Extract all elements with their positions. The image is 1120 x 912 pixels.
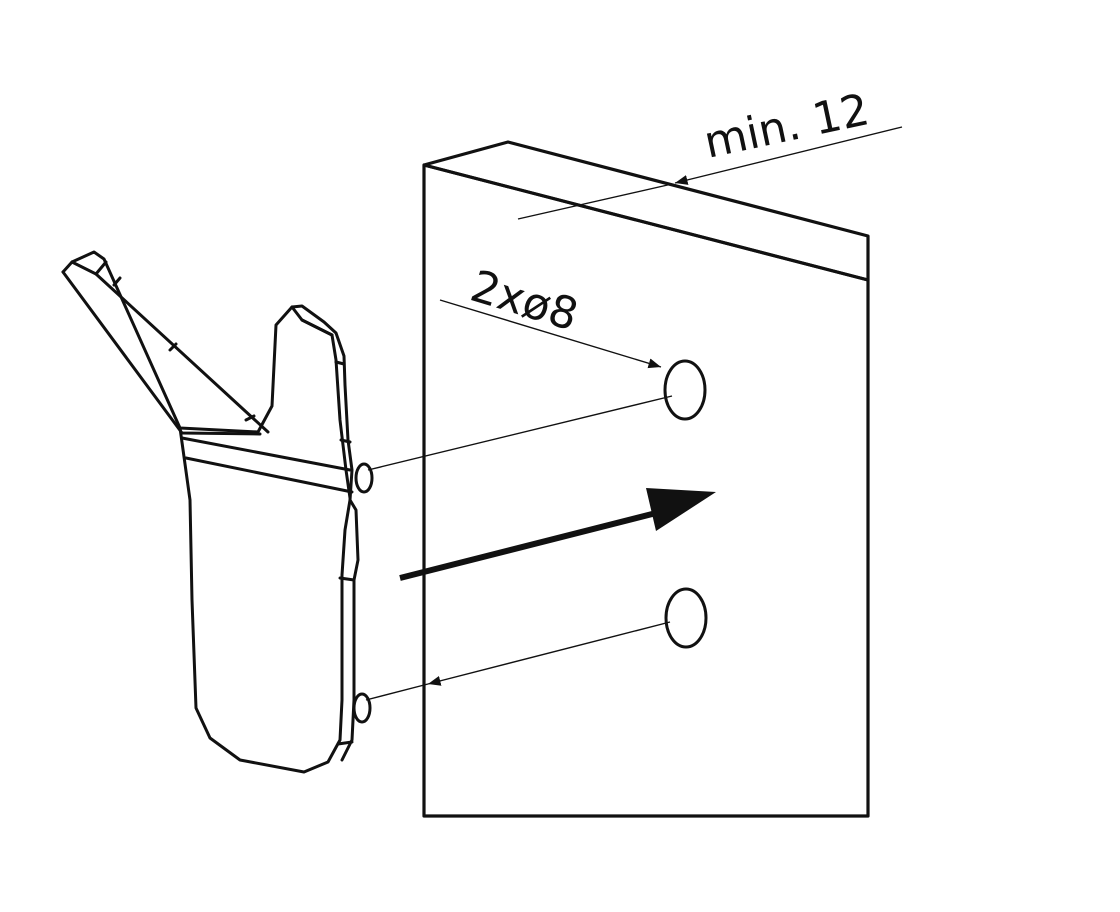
hook (61, 250, 360, 774)
lower-pin (352, 692, 372, 724)
hole-diameter-dimension: 2xø8 (439, 261, 662, 369)
lower-hole (664, 587, 708, 649)
mounting-direction-arrow (399, 488, 716, 581)
min-thickness-dimension: min. 12 (517, 84, 903, 220)
lower-alignment-line-continued (365, 683, 429, 701)
lower-alignment-line (427, 621, 671, 686)
upper-alignment-line (367, 395, 673, 471)
hole-diameter-label: 2xø8 (465, 261, 584, 342)
upper-pin (354, 462, 374, 494)
upper-hole (663, 359, 707, 421)
mounting-panel (422, 140, 870, 818)
